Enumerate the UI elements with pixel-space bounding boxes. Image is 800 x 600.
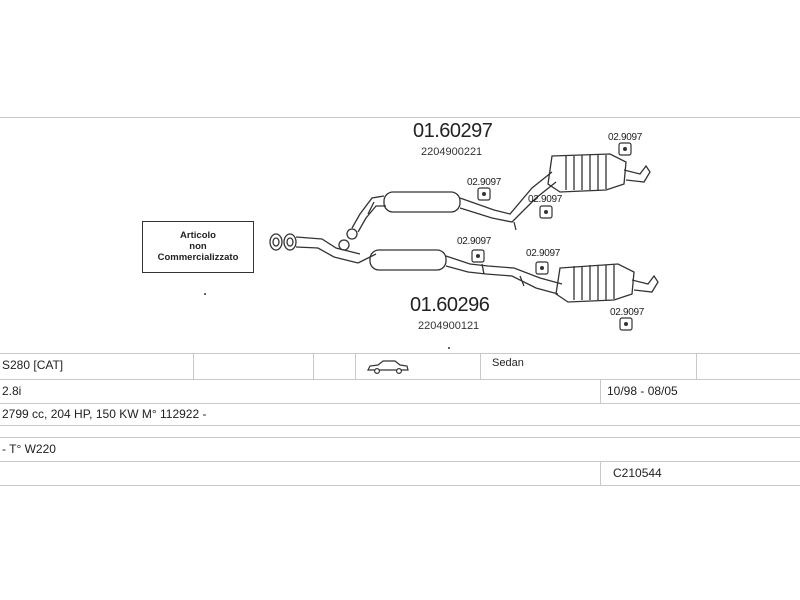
inlet-flange-left xyxy=(269,233,283,251)
top-divider xyxy=(0,117,800,118)
clamp-label-4: 02.9097 xyxy=(457,236,492,247)
clamp-label-5: 02.9097 xyxy=(526,248,561,259)
notice-line-3: Commercializzato xyxy=(157,252,239,263)
row-specs: 2799 cc, 204 HP, 150 KW M° 112922 - xyxy=(0,403,800,425)
upper-oem-number: 2204900221 xyxy=(421,146,483,158)
flange-upper xyxy=(338,239,350,251)
body-type: Sedan xyxy=(492,357,524,369)
row-engine: 2.8i 10/98 - 08/05 xyxy=(0,379,800,403)
row-model: S280 [CAT] Sedan xyxy=(0,353,800,379)
upper-part-number: 01.60297 xyxy=(413,120,493,142)
exhaust-drawing xyxy=(204,142,659,349)
notice-line-1: Articolo xyxy=(180,230,216,241)
exhaust-diagram: 01.60297 2204900221 01.60296 2204900121 … xyxy=(0,118,800,350)
front-pipe xyxy=(295,236,361,255)
notice-line-2: non xyxy=(189,241,207,252)
clamp-label-1: 02.9097 xyxy=(608,132,643,143)
lower-rear-muffler xyxy=(555,263,635,303)
car-sedan-icon xyxy=(367,360,409,375)
lower-resonator xyxy=(369,249,447,271)
clamp-label-6: 02.9097 xyxy=(610,307,645,318)
clamp-label-3: 02.9097 xyxy=(528,194,563,205)
model-name: S280 [CAT] xyxy=(2,358,64,372)
inlet-flange-right xyxy=(283,233,297,251)
chassis-code: - T° W220 xyxy=(2,442,56,456)
row-chassis: - T° W220 xyxy=(0,437,800,461)
lower-oem-number: 2204900121 xyxy=(418,320,480,332)
flange-lower xyxy=(346,228,358,240)
row-catalog: C210544 xyxy=(0,461,800,486)
engine-specs: 2799 cc, 204 HP, 150 KW M° 112922 - xyxy=(2,407,207,421)
lower-part-number: 01.60296 xyxy=(410,294,490,316)
row-empty xyxy=(0,425,800,437)
engine-size: 2.8i xyxy=(2,384,22,398)
upper-resonator xyxy=(383,191,461,213)
upper-rear-muffler xyxy=(547,153,627,193)
catalog-code: C210544 xyxy=(613,466,662,480)
clamp-label-2: 02.9097 xyxy=(467,177,502,188)
not-available-notice: Articolo non Commercializzato xyxy=(142,221,254,273)
production-years: 10/98 - 08/05 xyxy=(607,384,678,398)
